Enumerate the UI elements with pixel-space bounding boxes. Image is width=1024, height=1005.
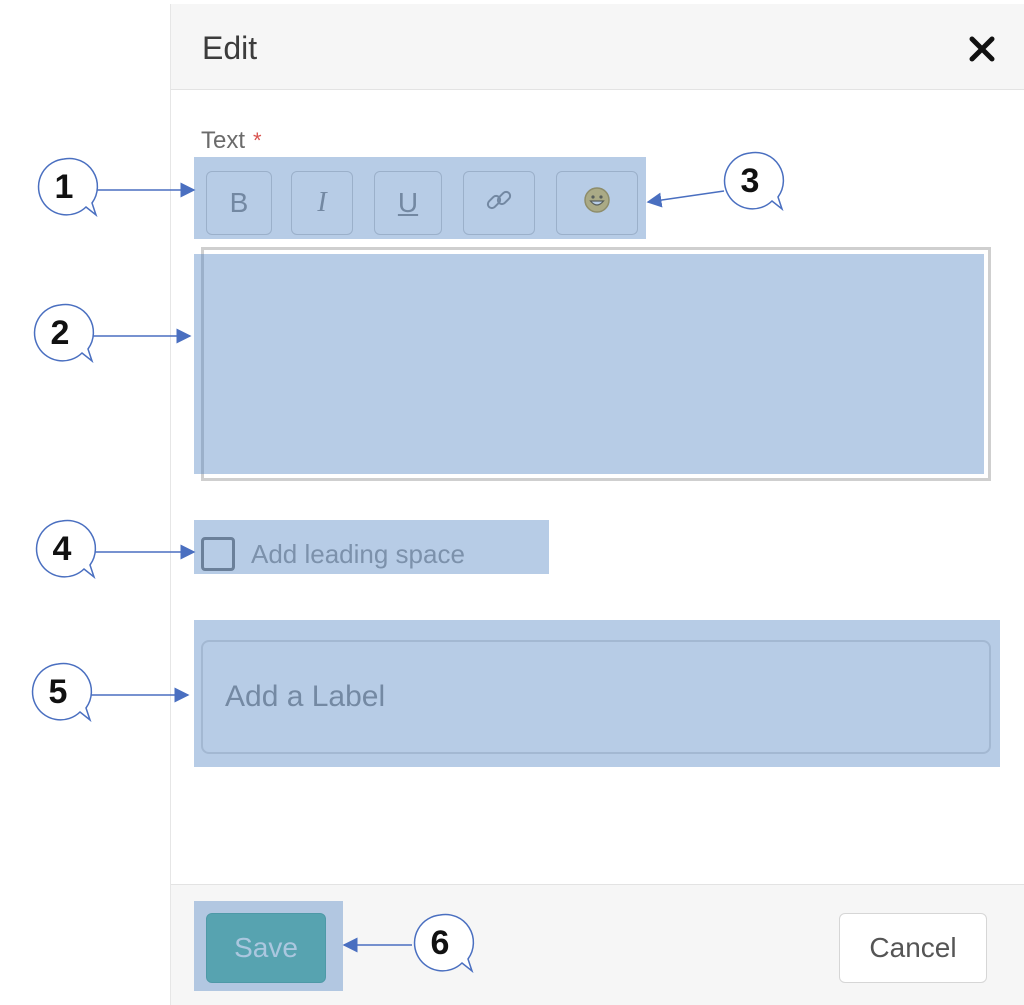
text-label: Text: [201, 127, 246, 154]
callout-1: 1: [34, 157, 99, 221]
callout-number: 1: [54, 167, 74, 206]
callout-number: 5: [48, 672, 68, 711]
callout-number: 6: [430, 923, 450, 962]
callout-2: 2: [30, 303, 95, 367]
leading-space-option[interactable]: Add leading space: [201, 534, 465, 574]
edit-modal: Edit Text * B I U: [170, 4, 1024, 1005]
emoji-button[interactable]: [556, 171, 638, 235]
emoji-icon: [582, 185, 612, 222]
modal-footer: Save Cancel: [171, 884, 1024, 1005]
text-editor[interactable]: [201, 247, 991, 481]
leading-space-label: Add leading space: [251, 538, 465, 569]
save-button[interactable]: Save: [206, 913, 326, 983]
italic-button[interactable]: I: [291, 171, 353, 235]
italic-label: I: [317, 187, 327, 218]
cancel-button[interactable]: Cancel: [839, 913, 987, 983]
close-icon[interactable]: [969, 36, 995, 62]
callout-number: 2: [50, 313, 70, 352]
leading-space-checkbox[interactable]: [201, 537, 235, 571]
bold-button[interactable]: B: [206, 171, 272, 235]
underline-label: U: [397, 187, 419, 218]
callout-6: 6: [410, 913, 475, 977]
callout-number: 3: [740, 161, 760, 200]
bold-label: B: [229, 187, 249, 218]
callout-5: 5: [28, 662, 93, 726]
underline-button[interactable]: U: [374, 171, 442, 235]
link-icon: [484, 185, 514, 222]
required-marker: *: [253, 128, 262, 153]
text-field-label: Text *: [201, 127, 262, 155]
link-button[interactable]: [463, 171, 535, 235]
label-input[interactable]: [201, 640, 991, 754]
callout-4: 4: [32, 519, 97, 583]
callout-number: 4: [52, 529, 72, 568]
modal-title: Edit: [202, 30, 258, 66]
modal-header: Edit: [171, 4, 1024, 90]
callout-3: 3: [720, 151, 785, 215]
